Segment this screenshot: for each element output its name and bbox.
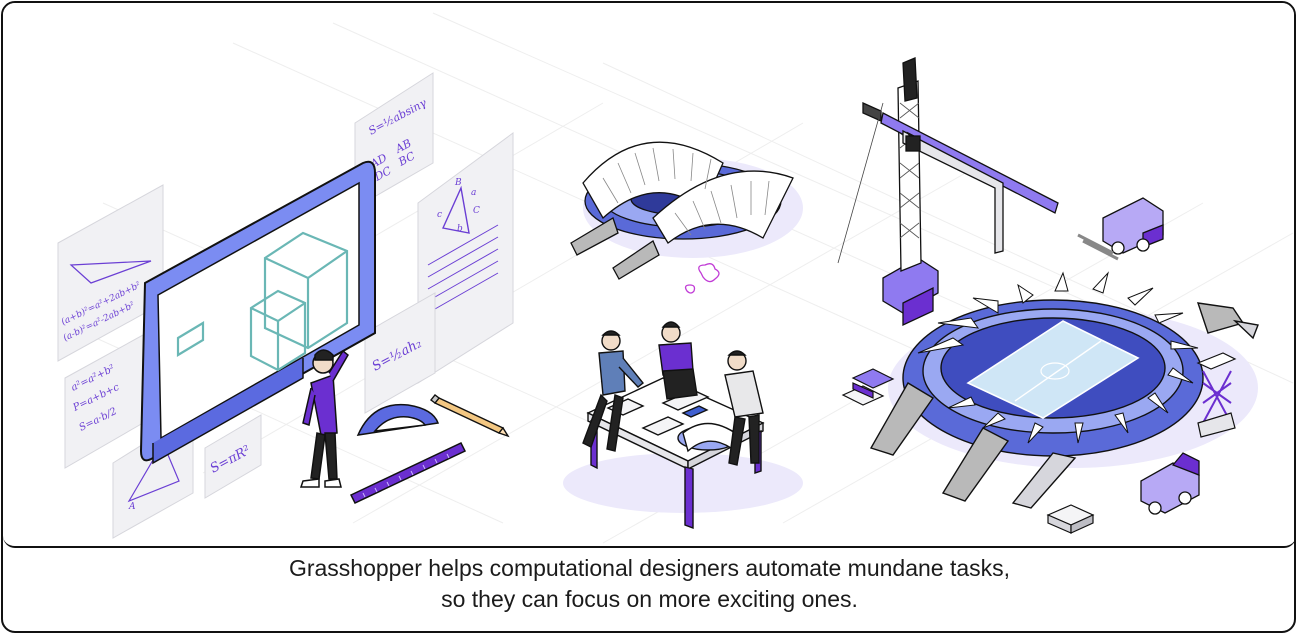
designer-at-board [299,349,349,488]
scribble [684,263,720,294]
tri-label-a: a [471,188,476,198]
team-table [563,321,803,530]
caption-line-2: so they can focus on more exciting ones. [441,586,858,612]
tri-label-a2: A [128,502,136,512]
illustration-svg: S=½absinγ AD DC AB BC B a C c b [57,12,1294,544]
cube-sketch [176,231,349,372]
ruler [349,442,467,504]
caption: Grasshopper helps computational designer… [3,553,1294,615]
stadium-model-top [570,141,803,280]
material-stack [841,368,895,406]
pencil [430,394,510,438]
protractor [356,403,440,436]
note-panel-bottom: S=πR² [204,414,262,499]
tri-label-c: C [473,206,480,216]
note-panel-left-lower: a²=a²+b² P=a+b+c S=a·b/2 [64,334,144,469]
truck-bottom [1140,452,1200,515]
crane [837,57,1059,327]
note-panel-area: S=½ah₂ [364,292,436,414]
illustration: S=½absinγ AD DC AB BC B a C c b [3,3,1294,548]
paper-stack [1046,504,1095,534]
tri-label-c2: c [437,210,442,220]
truck-top [1077,197,1164,261]
main-stadium [869,271,1259,509]
caption-line-1: Grasshopper helps computational designer… [288,555,1011,581]
whiteboard [139,160,376,465]
note-panel-left: (a+b)²=a²+2ab+b² (a-b)²=a²-2ab+b² [57,184,164,362]
scissor-lift [1196,352,1237,438]
tri-label-b: B [454,178,462,188]
tri-label-b2: b [457,224,463,234]
